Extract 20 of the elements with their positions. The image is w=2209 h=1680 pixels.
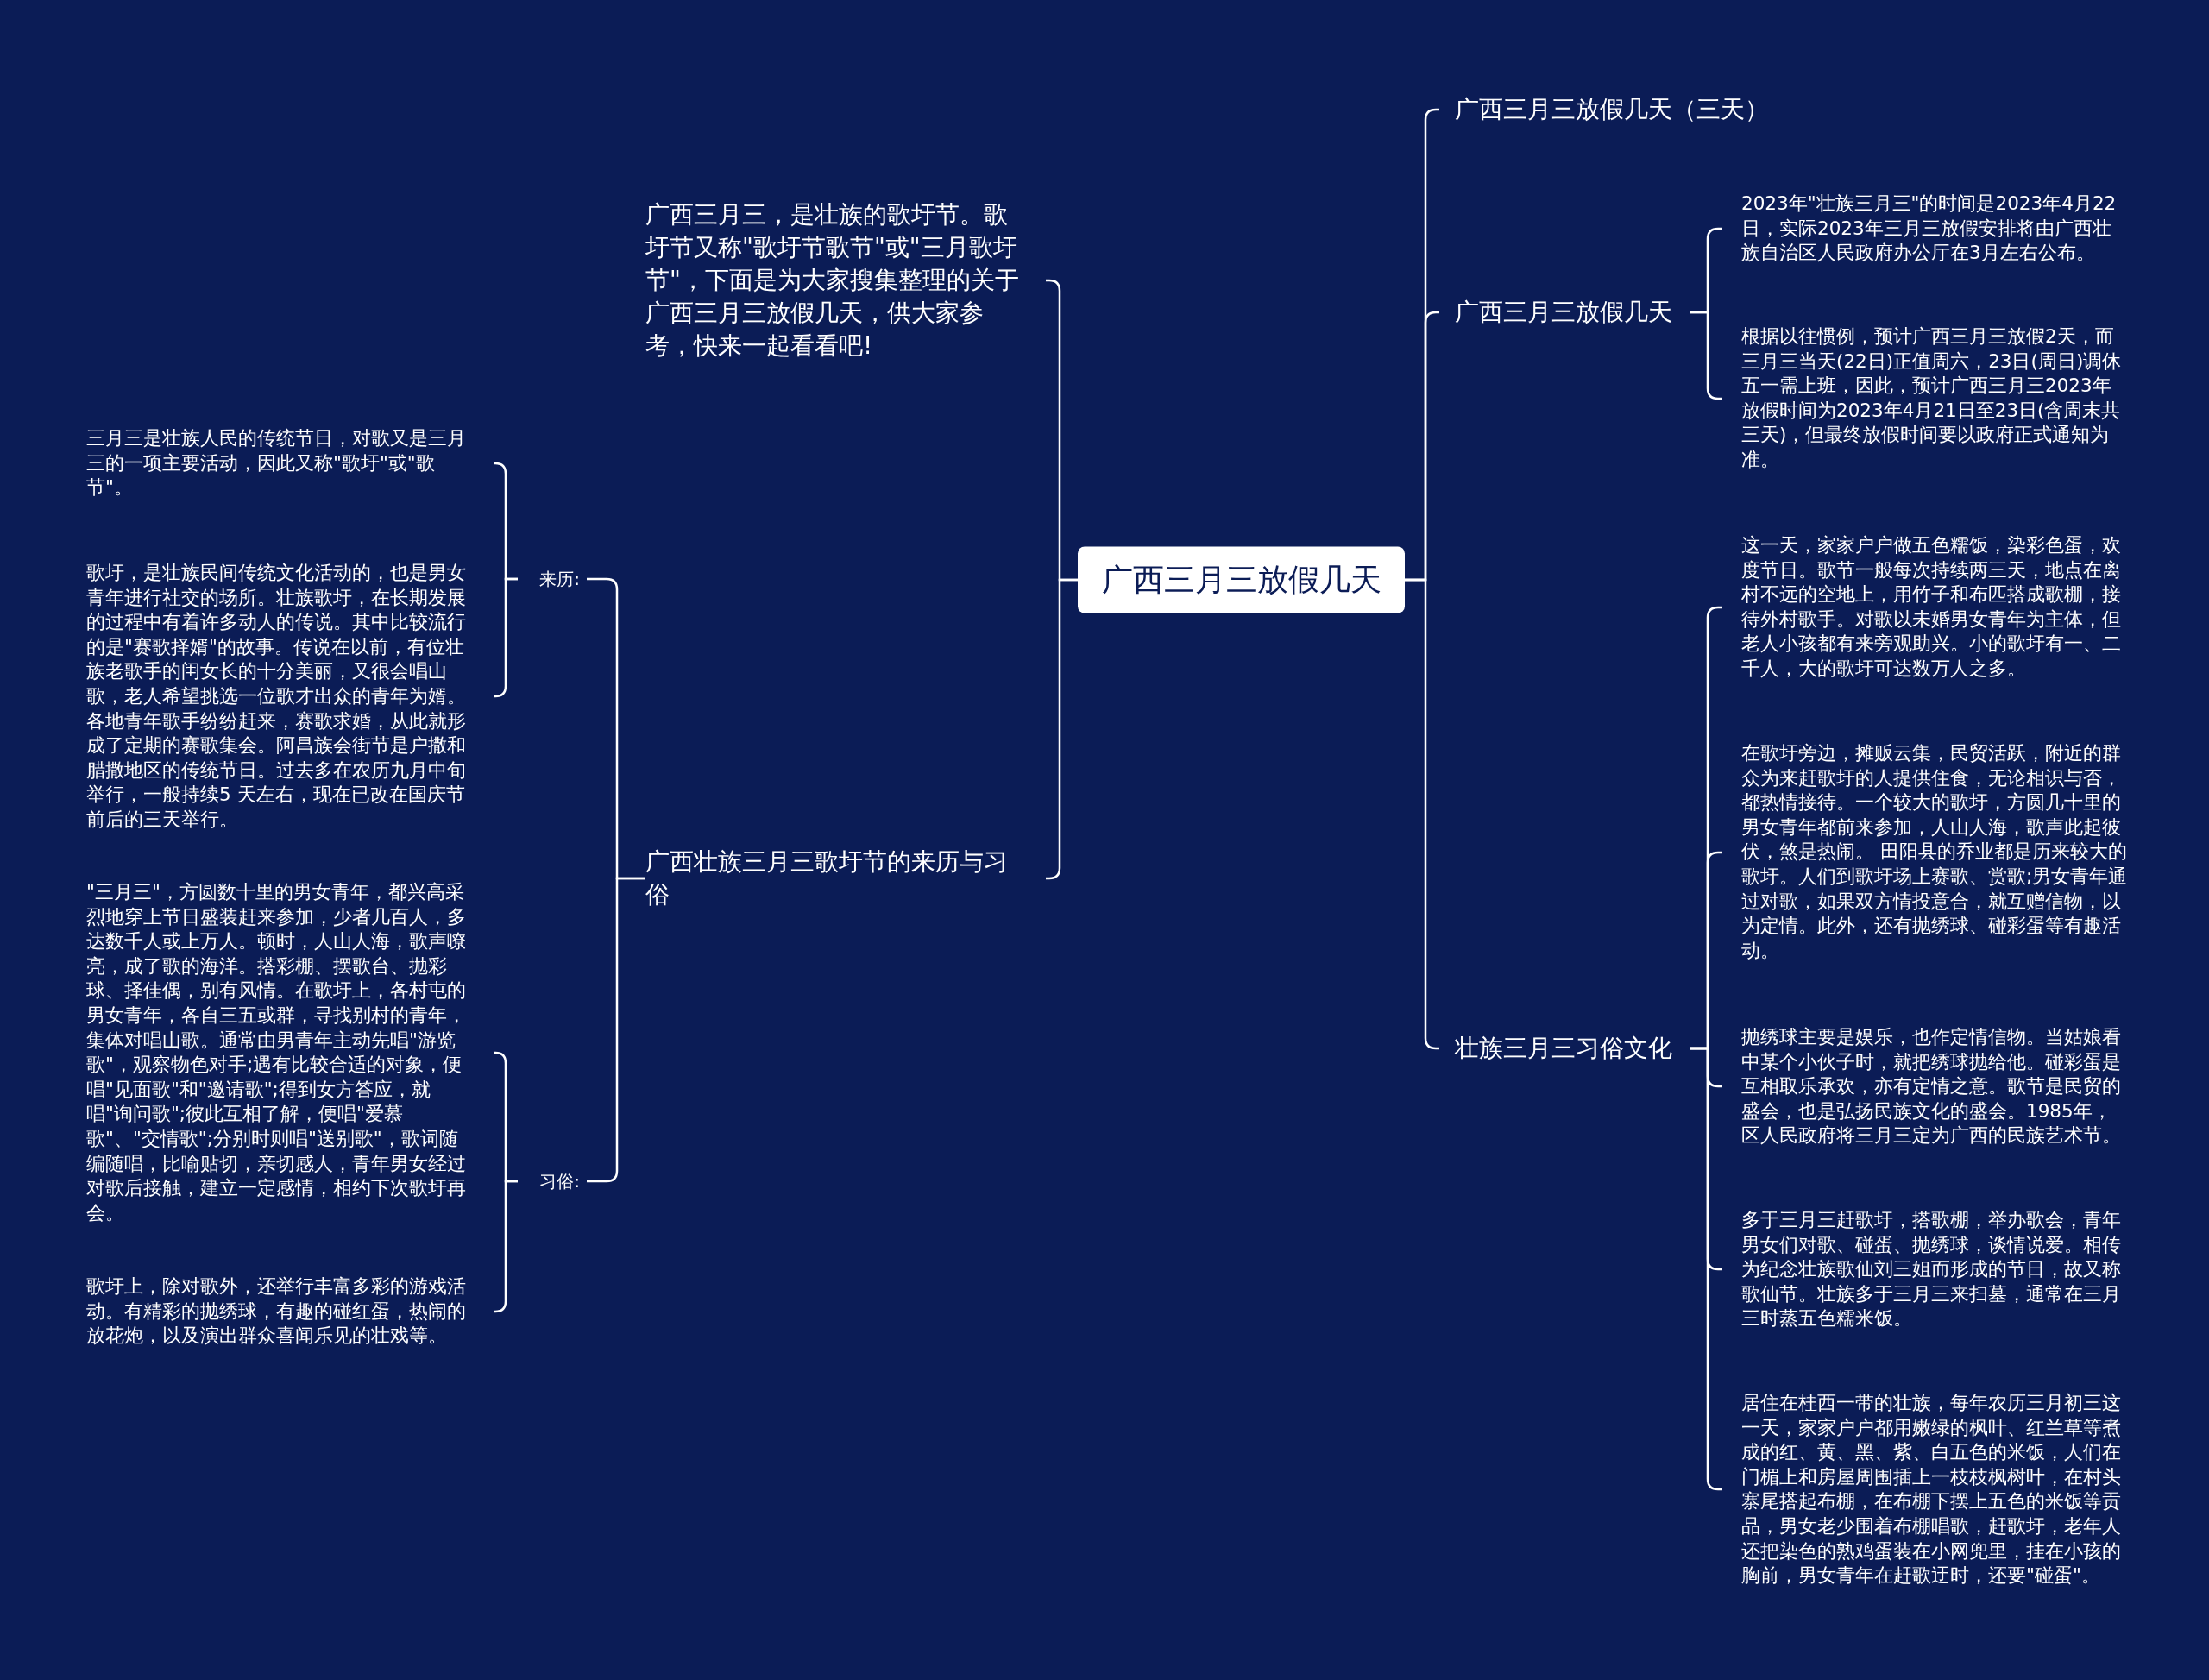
paragraph-text: 抛绣球主要是娱乐，也作定情信物。当姑娘看中某个小伙子时，就把绣球抛给他。碰彩蛋是互相取乐承欢，亦有定情之意。歌节是民贸的盛会，也是弘扬民族文化的盛会。1985年，区人民政府将三月三定为广西的民族艺术节。 <box>1741 1024 2122 1148</box>
topic-text: 壮族三月三习俗文化 <box>1455 1033 1673 1064</box>
topic-text: 广西壮族三月三歌圩节的来历与习俗 <box>645 846 1009 910</box>
paragraph-text: 三月三是壮族人民的传统节日，对歌又是三月三的一项主要活动，因此又称"歌圩"或"歌节"。 <box>86 426 467 500</box>
topic-text: 广西三月三放假几天（三天） <box>1455 94 1770 125</box>
paragraph-text: 2023年"壮族三月三"的时间是2023年4月22日，实际2023年三月三放假安排将由广西壮族自治区人民政府办公厅在3月左右公布。 <box>1741 192 2118 266</box>
paragraph-text: 在歌圩旁边，摊贩云集，民贸活跃，附近的群众为来赶歌圩的人提供住食，无论相识与否，都热情接待。一个较大的歌圩，方圆几十里的男女青年都前来参加，人山人海，歌声此起彼伏，煞是热闹。 田阳县的乔业都是历来较大的歌圩。人们到歌圩场上赛歌、赏歌;男女青年通过对歌，如果双方情投意合，就互赠信物，以为定情。此外，还有抛绣球、碰彩蛋等有趣活动。 <box>1741 741 2129 964</box>
central-topic: 广西三月三放假几天 <box>1078 546 1405 613</box>
subtopic-label: 习俗: <box>538 1170 580 1193</box>
paragraph-text: 歌圩上，除对歌外，还举行丰富多彩的游戏活动。有精彩的抛绣球，有趣的碰红蛋，热闹的放花炮，以及演出群众喜闻乐见的壮戏等。 <box>86 1274 467 1349</box>
topic-text: 广西三月三放假几天 <box>1455 297 1673 328</box>
paragraph-text: 根据以往惯例，预计广西三月三放假2天，而三月三当天(22日)正值周六，23日(周日)调休五一需上班，因此，预计广西三月三2023年放假时间为2023年4月21日至23日(含周末共三天)，但最终放假时间要以政府正式通知为准。 <box>1741 324 2123 473</box>
connector-line <box>587 877 645 1183</box>
paragraph-text: 歌圩，是壮族民间传统文化活动的，也是男女青年进行社交的场所。壮族歌圩，在长期发展的过程中有着许多动人的传说。其中比较流行的是"赛歌择婿"的故事。传说在以前，有位壮族老歌手的闺女长的十分美丽，又很会唱山歌，老人希望挑选一位歌才出众的青年为婿。各地青年歌手纷纷赶来，赛歌求婚，从此就形成了定期的赛歌集会。阿昌族会街节是户撒和腊撒地区的传统节日。过去多在农历九月中旬举行，一般持续5 天左右，现在已改在国庆节前后的三天举行。 <box>86 560 467 832</box>
paragraph-text: 这一天，家家户户做五色糯饭，染彩色蛋，欢度节日。歌节一般每次持续两三天，地点在离村不远的空地上，用竹子和布匹搭成歌棚，接待外村歌手。对歌以未婚男女青年为主体，但老人小孩都有来旁观助兴。小的歌圩有一、二千人，大的歌圩可达数万人之多。 <box>1741 533 2122 682</box>
paragraph-text: 居住在桂西一带的壮族，每年农历三月初三这一天，家家户户都用嫩绿的枫叶、红兰草等煮成的红、黄、黑、紫、白五色的米饭，人们在门楣上和房屋周围插上一枝枝枫树叶，在村头寨尾搭起布棚，在布棚下摆上五色的米饭等贡品，男女老少围着布棚唱歌，赶歌圩，老年人还把染色的熟鸡蛋装在小网兜里，挂在小孩的胸前，男女青年在赶歌迂时，还要"碰蛋"。 <box>1741 1390 2122 1588</box>
paragraph-text: "三月三"，方圆数十里的男女青年，都兴高采烈地穿上节日盛装赶来参加，少者几百人，多达数千人或上万人。顿时，人山人海，歌声嘹亮，成了歌的海洋。搭彩棚、摆歌台、抛彩球、择佳偶，别有风情。在歌圩上，各村屯的男女青年，各自三五或群，寻找别村的青年，集体对唱山歌。通常由男青年主动先唱"游览歌"，观察物色对手;遇有比较合适的对象，便唱"见面歌"和"邀请歌";得到女方答应，就唱"询问歌";彼此互相了解，便唱"爱慕歌"、"交情歌";分别时则唱"送别歌"，歌词随编随唱，比喻贴切，亲切感人，青年男女经过对歌后接触，建立一定感情，相约下次歌圩再会。 <box>86 879 467 1225</box>
subtopic-label: 来历: <box>538 568 580 591</box>
paragraph-text: 多于三月三赶歌圩，搭歌棚，举办歌会，青年男女们对歌、碰蛋、抛绣球，谈情说爱。相传为纪念壮族歌仙刘三姐而形成的节日，故又称歌仙节。壮族多于三月三来扫墓，通常在三月三时蒸五色糯米饭。 <box>1741 1207 2122 1331</box>
topic-text: 广西三月三，是壮族的歌圩节。歌圩节又称"歌圩节歌节"或"三月歌圩节"，下面是为大家搜集整理的关于广西三月三放假几天，供大家参考，快来一起看看吧! <box>645 199 1020 362</box>
